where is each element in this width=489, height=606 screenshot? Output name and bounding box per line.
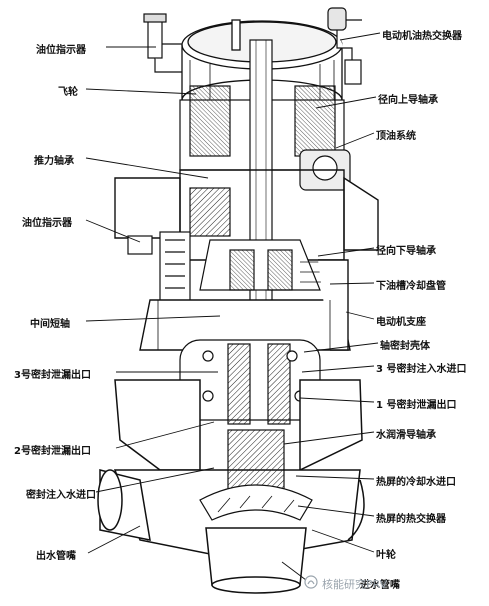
- label-discharge-nozzle: 出水管嘴: [36, 551, 76, 562]
- leader-lines: [85, 32, 381, 581]
- label-shaft-seal-housing: 轴密封壳体: [380, 341, 430, 352]
- label-thrust-bearing: 推力轴承: [34, 156, 74, 167]
- watermark-icon: [304, 575, 318, 589]
- motor-stator-upper: [179, 39, 351, 331]
- label-lower-oil-cooling-coil: 下油槽冷却盘管: [376, 281, 446, 292]
- discharge-nozzle-shape: [97, 469, 151, 541]
- impeller-shape: [199, 429, 313, 521]
- motor-support-stand: [139, 259, 351, 351]
- label-motor-support: 电动机支座: [376, 317, 426, 328]
- shaft-seal-housing: [179, 339, 321, 425]
- thrust-bearing-block: [127, 187, 231, 313]
- label-radial-lower-guide-bearing: 径向下导轴承: [376, 246, 436, 257]
- label-intermediate-shaft: 中间短轴: [30, 319, 70, 330]
- label-thermal-barrier-heat-exchanger: 热屏的热交换器: [376, 514, 446, 525]
- label-seal3-leak-outlet: 3号密封泄漏出口: [14, 370, 91, 381]
- label-flywheel: 飞轮: [58, 87, 78, 98]
- label-thermal-barrier-cooling-inlet: 热屏的冷却水进口: [376, 477, 456, 488]
- label-suction-nozzle: 进水管嘴: [360, 580, 400, 591]
- label-radial-upper-guide-bearing: 径向上导轴承: [378, 95, 438, 106]
- motor-oil-heat-exchanger-part: [327, 7, 362, 85]
- label-motor-oil-heat-exchanger: 电动机油热交换器: [382, 31, 462, 42]
- label-water-lubricated-guide-bearing: 水润滑导轴承: [376, 430, 436, 441]
- label-seal2-leak-outlet: 2号密封泄漏出口: [14, 446, 91, 457]
- motor-housing-frame: [114, 169, 379, 261]
- label-impeller: 叶轮: [376, 550, 396, 561]
- label-oil-lift-system: 顶油系统: [376, 131, 416, 142]
- label-oil-level-indicator-mid: 油位指示器: [22, 218, 72, 229]
- label-oil-level-indicator-top: 油位指示器: [36, 45, 86, 56]
- label-seal-injection-inlet: 密封注入水进口: [26, 490, 96, 501]
- suction-nozzle-shape: [205, 527, 307, 594]
- watermark-text: 核能研究PRV: [322, 578, 388, 591]
- lower-guide-bearing-area: [199, 239, 345, 291]
- pump-casing: [113, 379, 365, 561]
- oil-level-indicator-top-part: [143, 13, 182, 73]
- label-seal1-leak-outlet: 1 号密封泄漏出口: [376, 400, 457, 411]
- label-seal3-injection-inlet: 3 号密封注入水进口: [376, 364, 467, 375]
